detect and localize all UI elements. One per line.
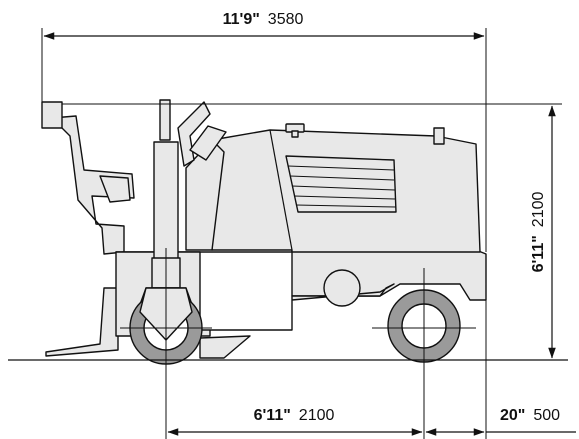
overall-length-label: 11'9"3580 bbox=[223, 11, 304, 28]
engine-grille bbox=[285, 155, 397, 213]
rear-skid-plate bbox=[199, 335, 251, 359]
exhaust-pipe bbox=[433, 127, 445, 145]
fork-guard bbox=[159, 99, 171, 141]
rear-overhang-label: 20"500 bbox=[500, 407, 560, 424]
service-panel bbox=[323, 269, 361, 307]
steering-column bbox=[153, 141, 179, 261]
hood-seam bbox=[269, 129, 293, 251]
grille-slats bbox=[287, 165, 397, 208]
seat-back bbox=[99, 175, 131, 203]
machine-illustration bbox=[41, 99, 487, 365]
wheelbase-label: 6'11"2100 bbox=[254, 407, 335, 424]
fuel-cap-neck bbox=[291, 130, 299, 138]
seat-handle bbox=[41, 101, 63, 129]
front-skid-plate bbox=[45, 287, 119, 357]
overall-height-label: 6'11"2100 bbox=[530, 192, 547, 273]
control-tower bbox=[177, 101, 211, 167]
operator-seat-frame bbox=[51, 115, 135, 255]
dash-panel bbox=[189, 125, 227, 161]
